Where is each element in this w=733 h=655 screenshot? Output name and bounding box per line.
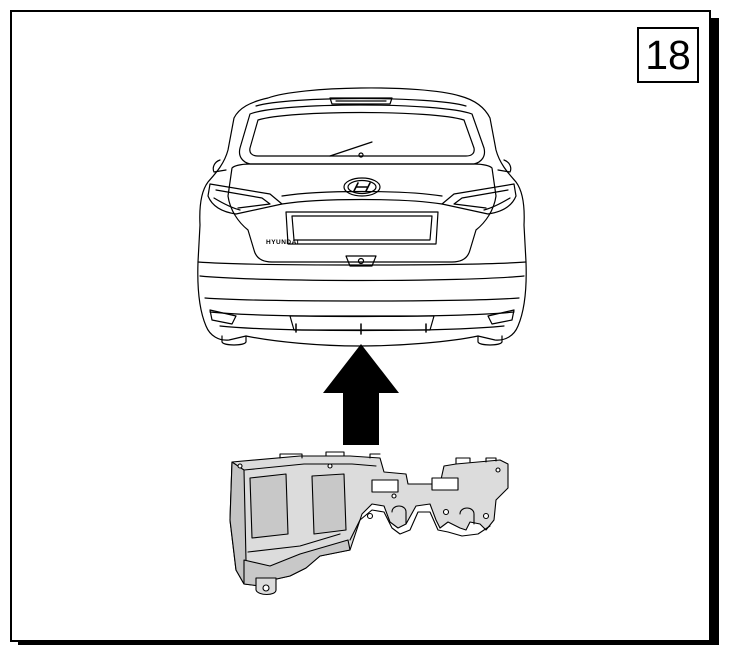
underbody-shield-part bbox=[229, 451, 509, 596]
car-rear-view bbox=[197, 87, 527, 347]
step-number: 18 bbox=[645, 31, 691, 78]
step-number-box: 18 bbox=[637, 27, 699, 83]
car-badge-text: HYUNDAI bbox=[266, 239, 299, 246]
frame-shadow-bottom bbox=[18, 642, 719, 645]
frame-shadow-right bbox=[711, 18, 719, 645]
upward-arrow-icon bbox=[323, 344, 399, 445]
